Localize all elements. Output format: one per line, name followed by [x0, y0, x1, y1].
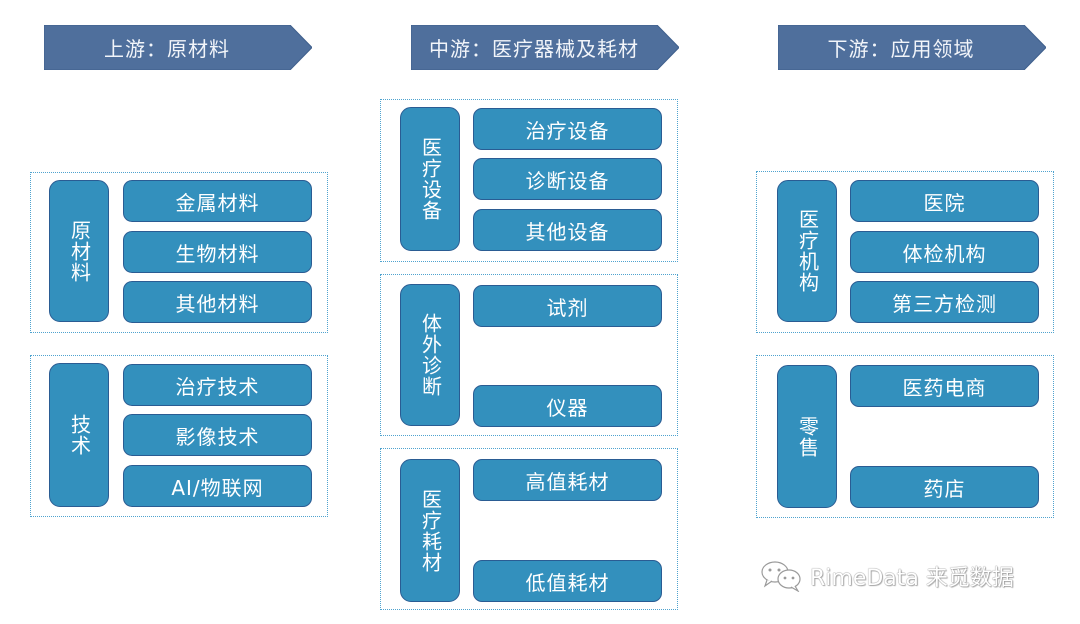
item-box: 诊断设备 [473, 158, 662, 200]
group-label: 医疗耗材 [400, 459, 460, 602]
header-midstream: 中游：医疗器械及耗材 [411, 25, 679, 70]
group-label: 技术 [49, 363, 109, 507]
item-box: 金属材料 [123, 180, 312, 222]
item-box: AI/物联网 [123, 465, 312, 507]
group-label: 医疗机构 [777, 180, 837, 322]
item-box: 治疗设备 [473, 108, 662, 150]
arrow-shape-icon [411, 25, 679, 70]
group-label: 医疗设备 [400, 107, 460, 251]
group-raw-materials [30, 172, 328, 333]
group-label: 体外诊断 [400, 284, 460, 426]
item-box: 医药电商 [850, 365, 1039, 407]
group-ivd [380, 274, 678, 436]
header-downstream: 下游：应用领域 [778, 25, 1046, 70]
item-box: 药店 [850, 466, 1039, 508]
group-label: 零售 [777, 365, 837, 508]
header-upstream-label: 上游：原材料 [104, 37, 230, 61]
header-upstream: 上游：原材料 [44, 25, 312, 70]
item-box: 医院 [850, 180, 1039, 222]
item-box: 体检机构 [850, 231, 1039, 273]
item-box: 其他材料 [123, 281, 312, 323]
wechat-icon [761, 561, 801, 592]
group-medical-equipment [380, 99, 678, 262]
group-medical-consumables [380, 448, 678, 610]
item-box: 治疗技术 [123, 364, 312, 406]
arrow-shape-icon [778, 25, 1046, 70]
item-box: 第三方检测 [850, 281, 1039, 323]
group-retail [756, 355, 1054, 518]
item-box: 其他设备 [473, 209, 662, 251]
header-midstream-label: 中游：医疗器械及耗材 [429, 37, 639, 61]
watermark: RimeData 来觅数据 [760, 560, 1014, 592]
group-label: 原材料 [49, 180, 109, 322]
group-technology [30, 355, 328, 517]
arrow-shape-icon [44, 25, 312, 70]
item-box: 低值耗材 [473, 560, 662, 602]
item-box: 生物材料 [123, 231, 312, 273]
header-downstream-label: 下游：应用领域 [827, 37, 975, 61]
item-box: 影像技术 [123, 414, 312, 456]
item-box: 试剂 [473, 285, 662, 327]
item-box: 仪器 [473, 385, 662, 427]
group-medical-institutions [756, 171, 1054, 333]
item-box: 高值耗材 [473, 459, 662, 501]
watermark-text: RimeData 来觅数据 [810, 566, 1014, 591]
